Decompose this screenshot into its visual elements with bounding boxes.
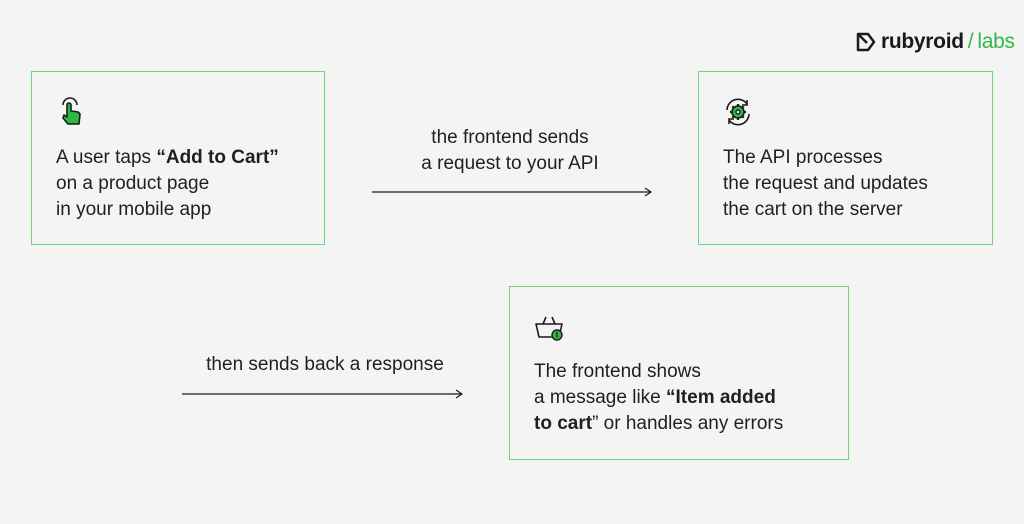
tap-finger-icon <box>62 97 81 125</box>
step-text-line: a message like “Item added <box>534 385 844 411</box>
step-text: The API processes the request and updates… <box>723 145 983 223</box>
step-text-run: the request and updates <box>723 173 928 194</box>
step-text-line: to cart” or handles any errors <box>534 411 844 437</box>
step-card-add-to-cart: A user taps “Add to Cart”on a product pa… <box>31 71 325 245</box>
connector-label-response: then sends back a response <box>180 352 470 378</box>
step-text-line: on a product page <box>56 171 316 197</box>
connector-line: then sends back a response <box>206 354 444 375</box>
arrow-right <box>372 187 653 197</box>
step-text-line: The API processes <box>723 145 983 171</box>
step-text-run: in your mobile app <box>56 199 212 220</box>
brand-suffix: labs <box>977 30 1015 53</box>
logo-mark-icon <box>856 32 876 52</box>
step-text-line: The frontend shows <box>534 359 844 385</box>
step-text-line: the cart on the server <box>723 197 983 223</box>
step-text-emphasis: “Add to Cart” <box>156 147 279 168</box>
step-text: A user taps “Add to Cart”on a product pa… <box>56 145 316 223</box>
brand-slash: / <box>967 30 974 53</box>
step-text-emphasis: to cart <box>534 413 593 434</box>
arrow-right <box>182 389 464 399</box>
step-card-api-processes: The API processes the request and updates… <box>698 71 993 245</box>
shopping-basket-icon <box>535 316 563 341</box>
step-text-line: A user taps “Add to Cart” <box>56 145 316 171</box>
step-text-line: in your mobile app <box>56 197 316 223</box>
step-text-run: The frontend shows <box>534 361 701 382</box>
step-text: The frontend shows a message like “Item a… <box>534 359 844 437</box>
step-text-line: the request and updates <box>723 171 983 197</box>
step-text-run: The API processes <box>723 147 883 168</box>
step-text-run: on a product page <box>56 173 210 194</box>
gear-refresh-icon <box>726 98 750 126</box>
brand-name: rubyroid <box>881 30 964 53</box>
step-text-run: a message like <box>534 387 667 408</box>
brand-logo: rubyroid/labs <box>855 30 1015 54</box>
connector-line: the frontend sends <box>431 127 589 148</box>
connector-line: a request to your API <box>421 153 599 174</box>
step-text-run: the cart on the server <box>723 199 903 220</box>
connector-label-request: the frontend sends a request to your API <box>375 125 645 177</box>
step-card-frontend-shows: The frontend shows a message like “Item a… <box>509 286 849 460</box>
step-text-run: A user taps <box>56 147 157 168</box>
step-text-emphasis: “Item added <box>666 387 776 408</box>
step-text-run: ” or handles any errors <box>592 413 784 434</box>
